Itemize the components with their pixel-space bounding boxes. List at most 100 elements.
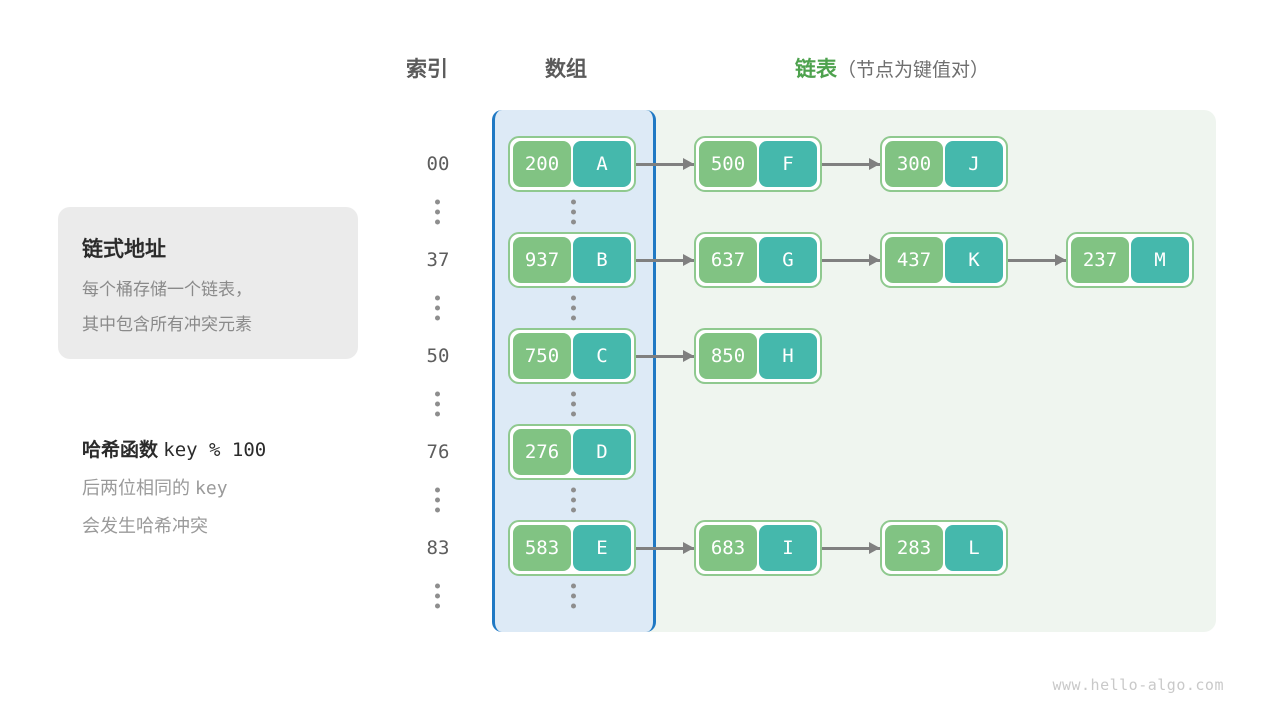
array-ellipsis [571,199,576,225]
ellipsis-dot [435,305,440,311]
arrow-shaft [636,546,694,550]
arrow-shaft [636,354,694,358]
ellipsis-dot [435,219,440,225]
ellipsis-dot [571,497,576,503]
node-key: 283 [885,525,943,571]
node-value: D [573,429,631,475]
ellipsis-row [0,476,1280,524]
arrow-shaft [822,162,880,166]
index-ellipsis [435,391,440,417]
node-key: 850 [699,333,757,379]
node-key: 937 [513,237,571,283]
node-key: 637 [699,237,757,283]
column-header-array: 数组 [545,58,587,81]
ellipsis-dot [435,295,440,301]
node-value: L [945,525,1003,571]
ellipsis-dot [435,199,440,205]
arrow-head [1055,254,1066,266]
ellipsis-dot [571,295,576,301]
node-key: 276 [513,429,571,475]
arrow-shaft [636,162,694,166]
node-value: B [573,237,631,283]
hash-note-line-1-mono: key [195,478,228,499]
index-ellipsis [435,199,440,225]
column-header-linked-list-label: 链表 [795,58,837,81]
column-header-linked-list-note: （节点为键值对） [837,60,990,81]
arrow-head [869,542,880,554]
ellipsis-dot [435,507,440,513]
node-key: 300 [885,141,943,187]
ellipsis-dot [571,209,576,215]
node-value: G [759,237,817,283]
arrow-shaft [636,258,694,262]
arrow-head [683,542,694,554]
ellipsis-dot [571,401,576,407]
hash-function-note: 哈希函数 key % 100 后两位相同的 key 会发生哈希冲突 [82,435,266,538]
node-value: J [945,141,1003,187]
watermark: www.hello-algo.com [1052,676,1224,694]
hash-note-line-1: 后两位相同的 key [82,474,266,500]
ellipsis-dot [571,305,576,311]
arrow-head [683,350,694,362]
node-key: 750 [513,333,571,379]
ellipsis-dot [571,411,576,417]
ellipsis-dot [435,497,440,503]
ellipsis-dot [435,411,440,417]
hash-note-line-2: 会发生哈希冲突 [82,516,208,536]
ellipsis-dot [435,315,440,321]
bucket-index-label: 37 [426,249,450,271]
chain-arrow-icon [1008,232,1066,288]
node-value: F [759,141,817,187]
ellipsis-row [0,284,1280,332]
arrow-shaft [1008,258,1066,262]
ellipsis-dot [435,487,440,493]
node-value: A [573,141,631,187]
node-key: 683 [699,525,757,571]
ellipsis-dot [571,593,576,599]
ellipsis-row [0,380,1280,428]
index-ellipsis [435,295,440,321]
node-value: C [573,333,631,379]
chain-arrow-icon [822,136,880,192]
ellipsis-dot [435,391,440,397]
ellipsis-dot [571,219,576,225]
array-ellipsis [571,583,576,609]
node-key: 500 [699,141,757,187]
node-key: 437 [885,237,943,283]
bucket-index-label: 50 [426,345,450,367]
info-card-title: 链式地址 [82,238,166,261]
ellipsis-dot [435,603,440,609]
node-key: 237 [1071,237,1129,283]
ellipsis-dot [571,507,576,513]
ellipsis-dot [571,391,576,397]
ellipsis-dot [435,593,440,599]
ellipsis-row [0,572,1280,620]
index-ellipsis [435,487,440,513]
chain-arrow-icon [636,136,694,192]
ellipsis-dot [571,487,576,493]
ellipsis-dot [435,583,440,589]
arrow-head [869,158,880,170]
arrow-head [683,158,694,170]
ellipsis-dot [435,209,440,215]
chain-arrow-icon [636,520,694,576]
ellipsis-row [0,188,1280,236]
